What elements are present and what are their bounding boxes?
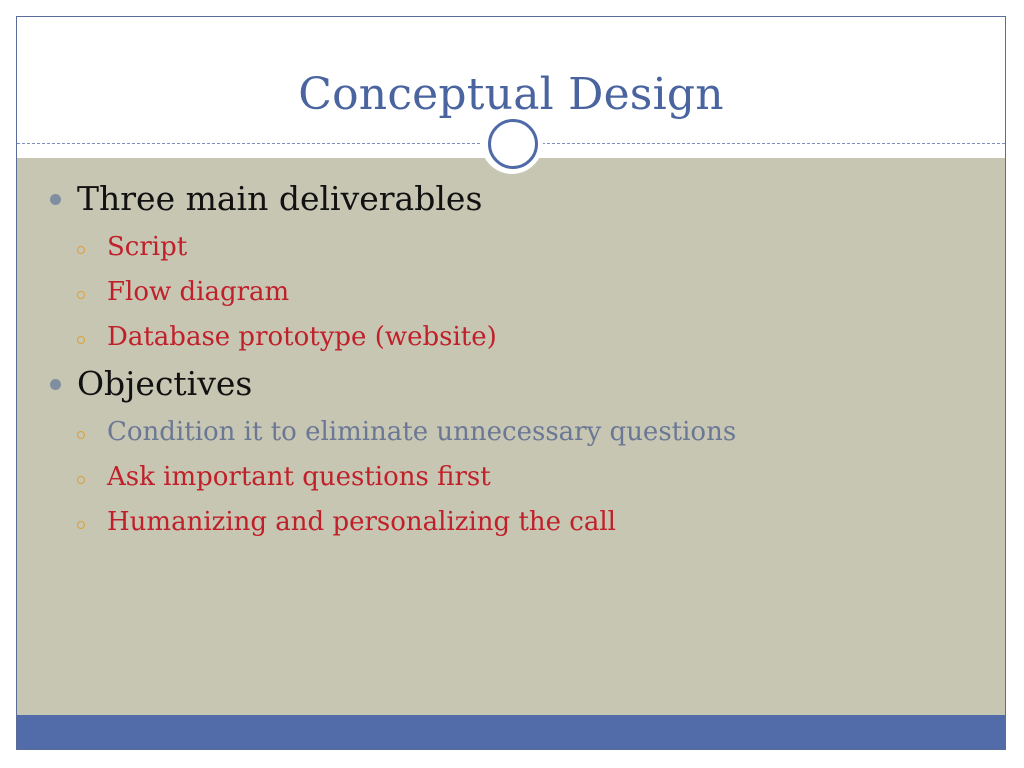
slide: Conceptual Design Three main deliverable…: [16, 16, 1006, 750]
sub-bullet-text: Humanizing and personalizing the call: [107, 507, 616, 537]
bullet-three-main-deliverables: Three main deliverables: [47, 179, 987, 219]
sub-bullet-text: Script: [107, 232, 188, 262]
bullet-content: Three main deliverables Script Flow diag…: [47, 179, 987, 539]
bullet-dot-icon: [50, 194, 61, 205]
sub-bullet-text: Database prototype (website): [107, 322, 497, 352]
ring-ornament-icon: [488, 119, 538, 169]
ring-bullet-icon: [77, 291, 85, 299]
sub-bullet-condition: Condition it to eliminate unnecessary qu…: [47, 415, 987, 449]
sub-bullet-script: Script: [47, 230, 987, 264]
bullet-text: Three main deliverables: [77, 179, 483, 218]
ring-bullet-icon: [77, 521, 85, 529]
slide-title: Conceptual Design: [298, 69, 724, 120]
bullet-objectives: Objectives: [47, 364, 987, 404]
sub-bullet-text: Flow diagram: [107, 277, 290, 307]
sub-bullet-humanizing: Humanizing and personalizing the call: [47, 505, 987, 539]
sub-bullet-ask-important: Ask important questions first: [47, 460, 987, 494]
ring-bullet-icon: [77, 476, 85, 484]
footer-bar: [17, 715, 1005, 749]
bullet-text: Objectives: [77, 364, 253, 403]
ring-bullet-icon: [77, 246, 85, 254]
ring-bullet-icon: [77, 431, 85, 439]
sub-bullet-database-prototype: Database prototype (website): [47, 320, 987, 354]
bullet-dot-icon: [50, 379, 61, 390]
sub-bullet-text: Condition it to eliminate unnecessary qu…: [107, 417, 737, 447]
sub-bullet-text: Ask important questions first: [107, 462, 491, 492]
sub-bullet-flow-diagram: Flow diagram: [47, 275, 987, 309]
ring-bullet-icon: [77, 336, 85, 344]
